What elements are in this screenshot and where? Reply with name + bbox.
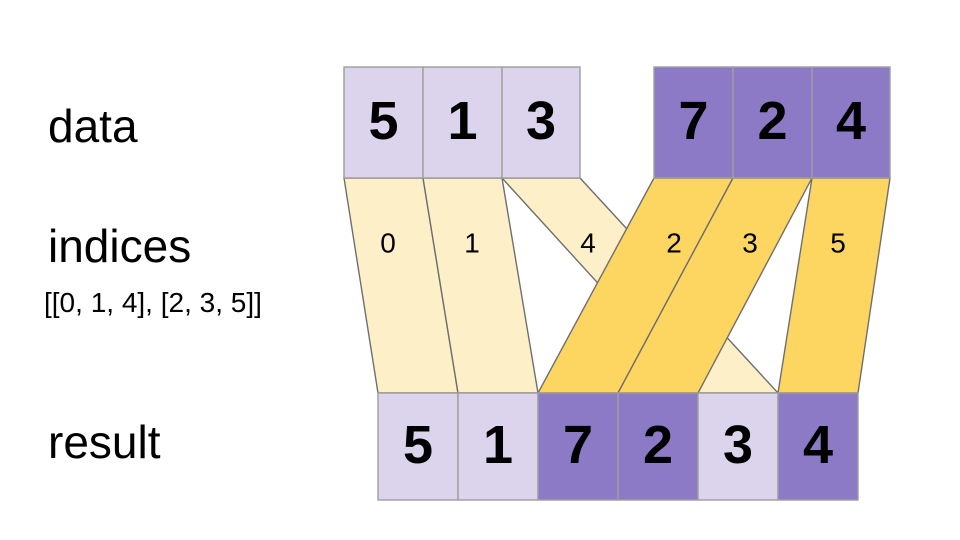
data-cell-label-3: 3 [526,91,556,151]
data-cell-label-1: 1 [447,91,477,151]
result-cell-label-2: 7 [563,415,593,475]
index-band-label-0: 0 [380,227,396,258]
index-band-label-2: 2 [666,227,682,258]
result-cell-label-4: 3 [723,415,753,475]
index-band-label-5: 5 [830,227,846,258]
result-cell-3[interactable] [617,392,699,501]
data-cell-4[interactable] [811,66,891,179]
indices-value-text: [[0, 1, 4], [2, 3, 5]] [44,287,262,318]
data-cell-label-7: 7 [678,91,708,151]
row-labels-layer: data indices [[0, 1, 4], [2, 3, 5]] resu… [44,100,262,468]
row-label-data: data [48,100,138,152]
result-cell-1[interactable] [457,392,539,501]
row-label-indices: indices [48,220,191,272]
data-cell-3[interactable] [501,66,581,179]
result-cell-label-3: 2 [643,415,673,475]
result-cell-2[interactable] [537,392,619,501]
index-band-label-1: 1 [464,227,480,258]
result-cell-0[interactable] [377,392,459,501]
index-band-label-4: 4 [580,227,596,258]
result-cell-label-5: 4 [803,415,833,475]
row-label-result: result [48,416,161,468]
result-cell-4[interactable] [697,392,779,501]
result-cell-label-0: 5 [403,415,433,475]
data-cell-label-4: 4 [836,91,866,151]
result-cell-5[interactable] [777,392,859,501]
index-band-label-3: 3 [742,227,758,258]
result-cell-label-1: 1 [483,415,513,475]
data-cell-label-2: 2 [757,91,787,151]
data-cell-label-5: 5 [368,91,398,151]
indices-bands-layer: 0 1 4 2 3 5 [343,177,891,394]
